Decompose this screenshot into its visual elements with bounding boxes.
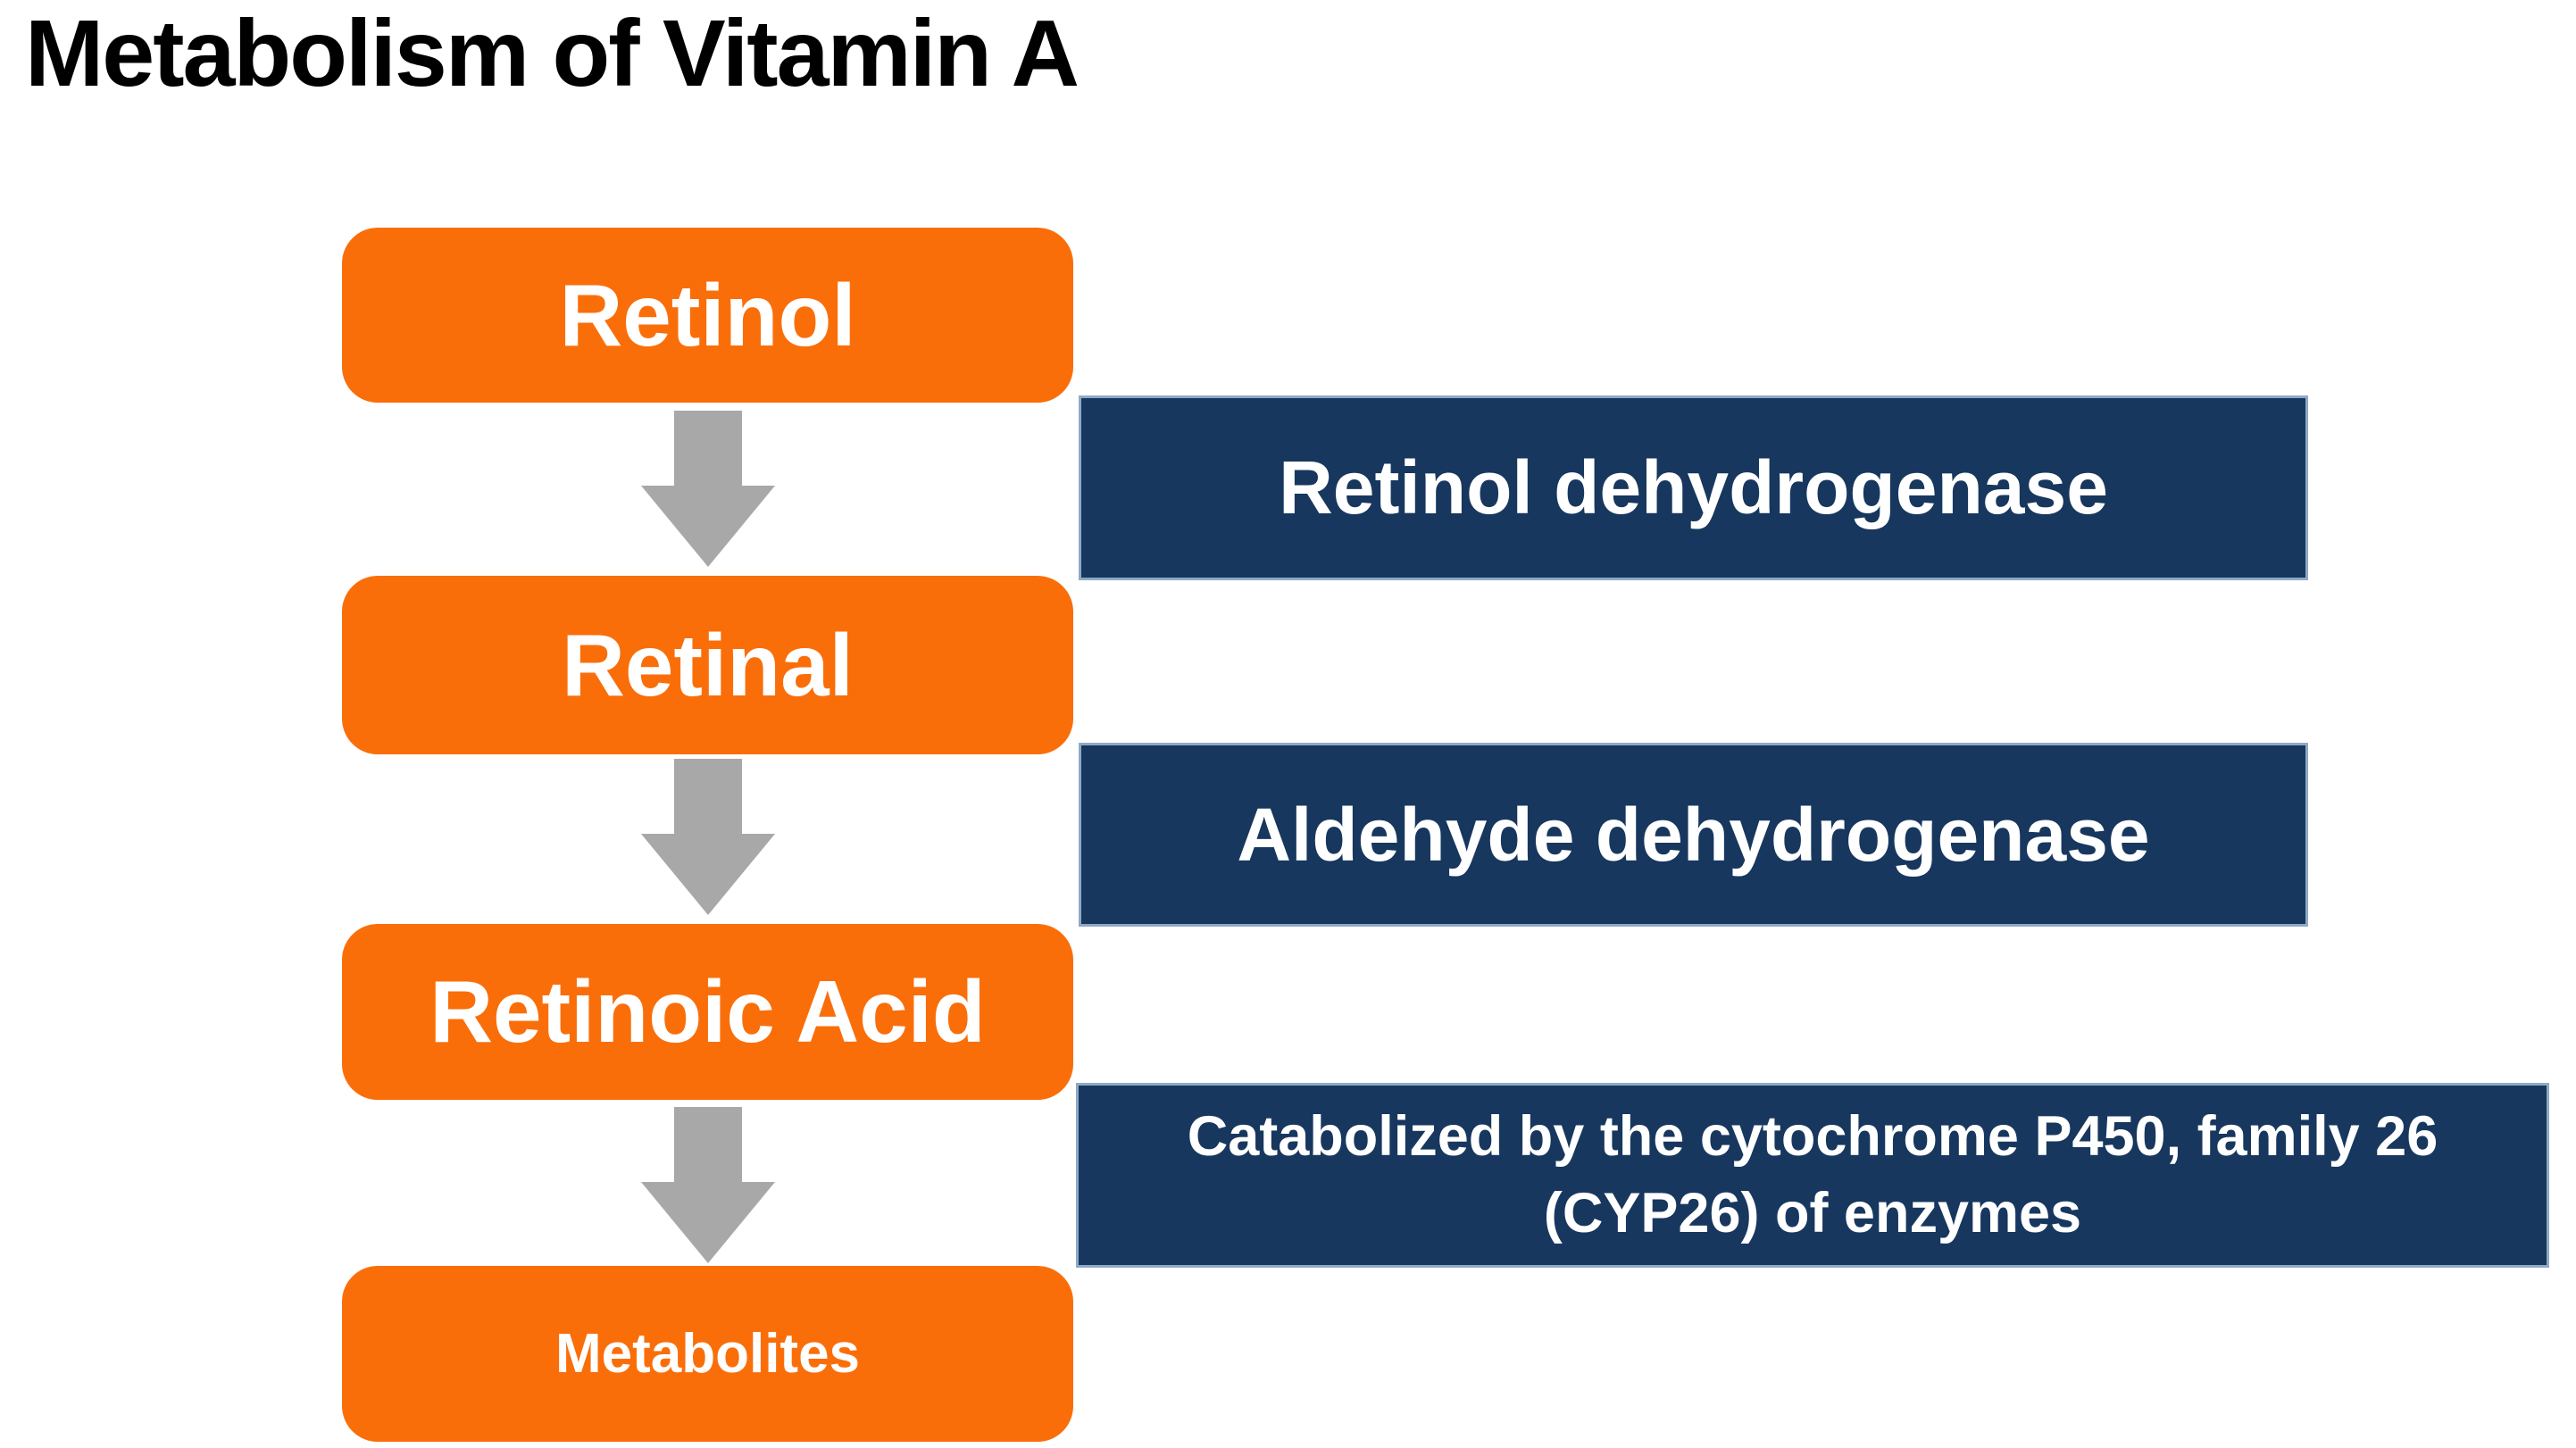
enzyme-cyp26-catabolism: Catabolized by the cytochrome P450, fami… [1076,1083,2549,1268]
node-retinal: Retinal [342,576,1073,754]
enzyme-retinol-dehydrogenase-label: Retinol dehydrogenase [1279,445,2108,529]
node-retinal-label: Retinal [562,615,854,714]
node-retinoic-acid-label: Retinoic Acid [429,962,986,1061]
enzyme-retinol-dehydrogenase: Retinol dehydrogenase [1079,395,2308,580]
node-retinoic-acid: Retinoic Acid [342,924,1073,1100]
enzyme-cyp26-catabolism-label: Catabolized by the cytochrome P450, fami… [1187,1105,2438,1244]
enzyme-aldehyde-dehydrogenase-label: Aldehyde dehydrogenase [1237,792,2150,877]
node-retinol-label: Retinol [559,265,856,364]
diagram-title: Metabolism of Vitamin A [25,1,1080,106]
down-arrow-icon [641,759,775,915]
down-arrow-icon [641,411,775,567]
node-retinol: Retinol [342,228,1073,403]
down-arrow-icon [641,1107,775,1263]
node-metabolites: Metabolites [342,1266,1073,1442]
node-metabolites-label: Metabolites [554,1323,861,1385]
enzyme-aldehyde-dehydrogenase: Aldehyde dehydrogenase [1079,743,2308,927]
